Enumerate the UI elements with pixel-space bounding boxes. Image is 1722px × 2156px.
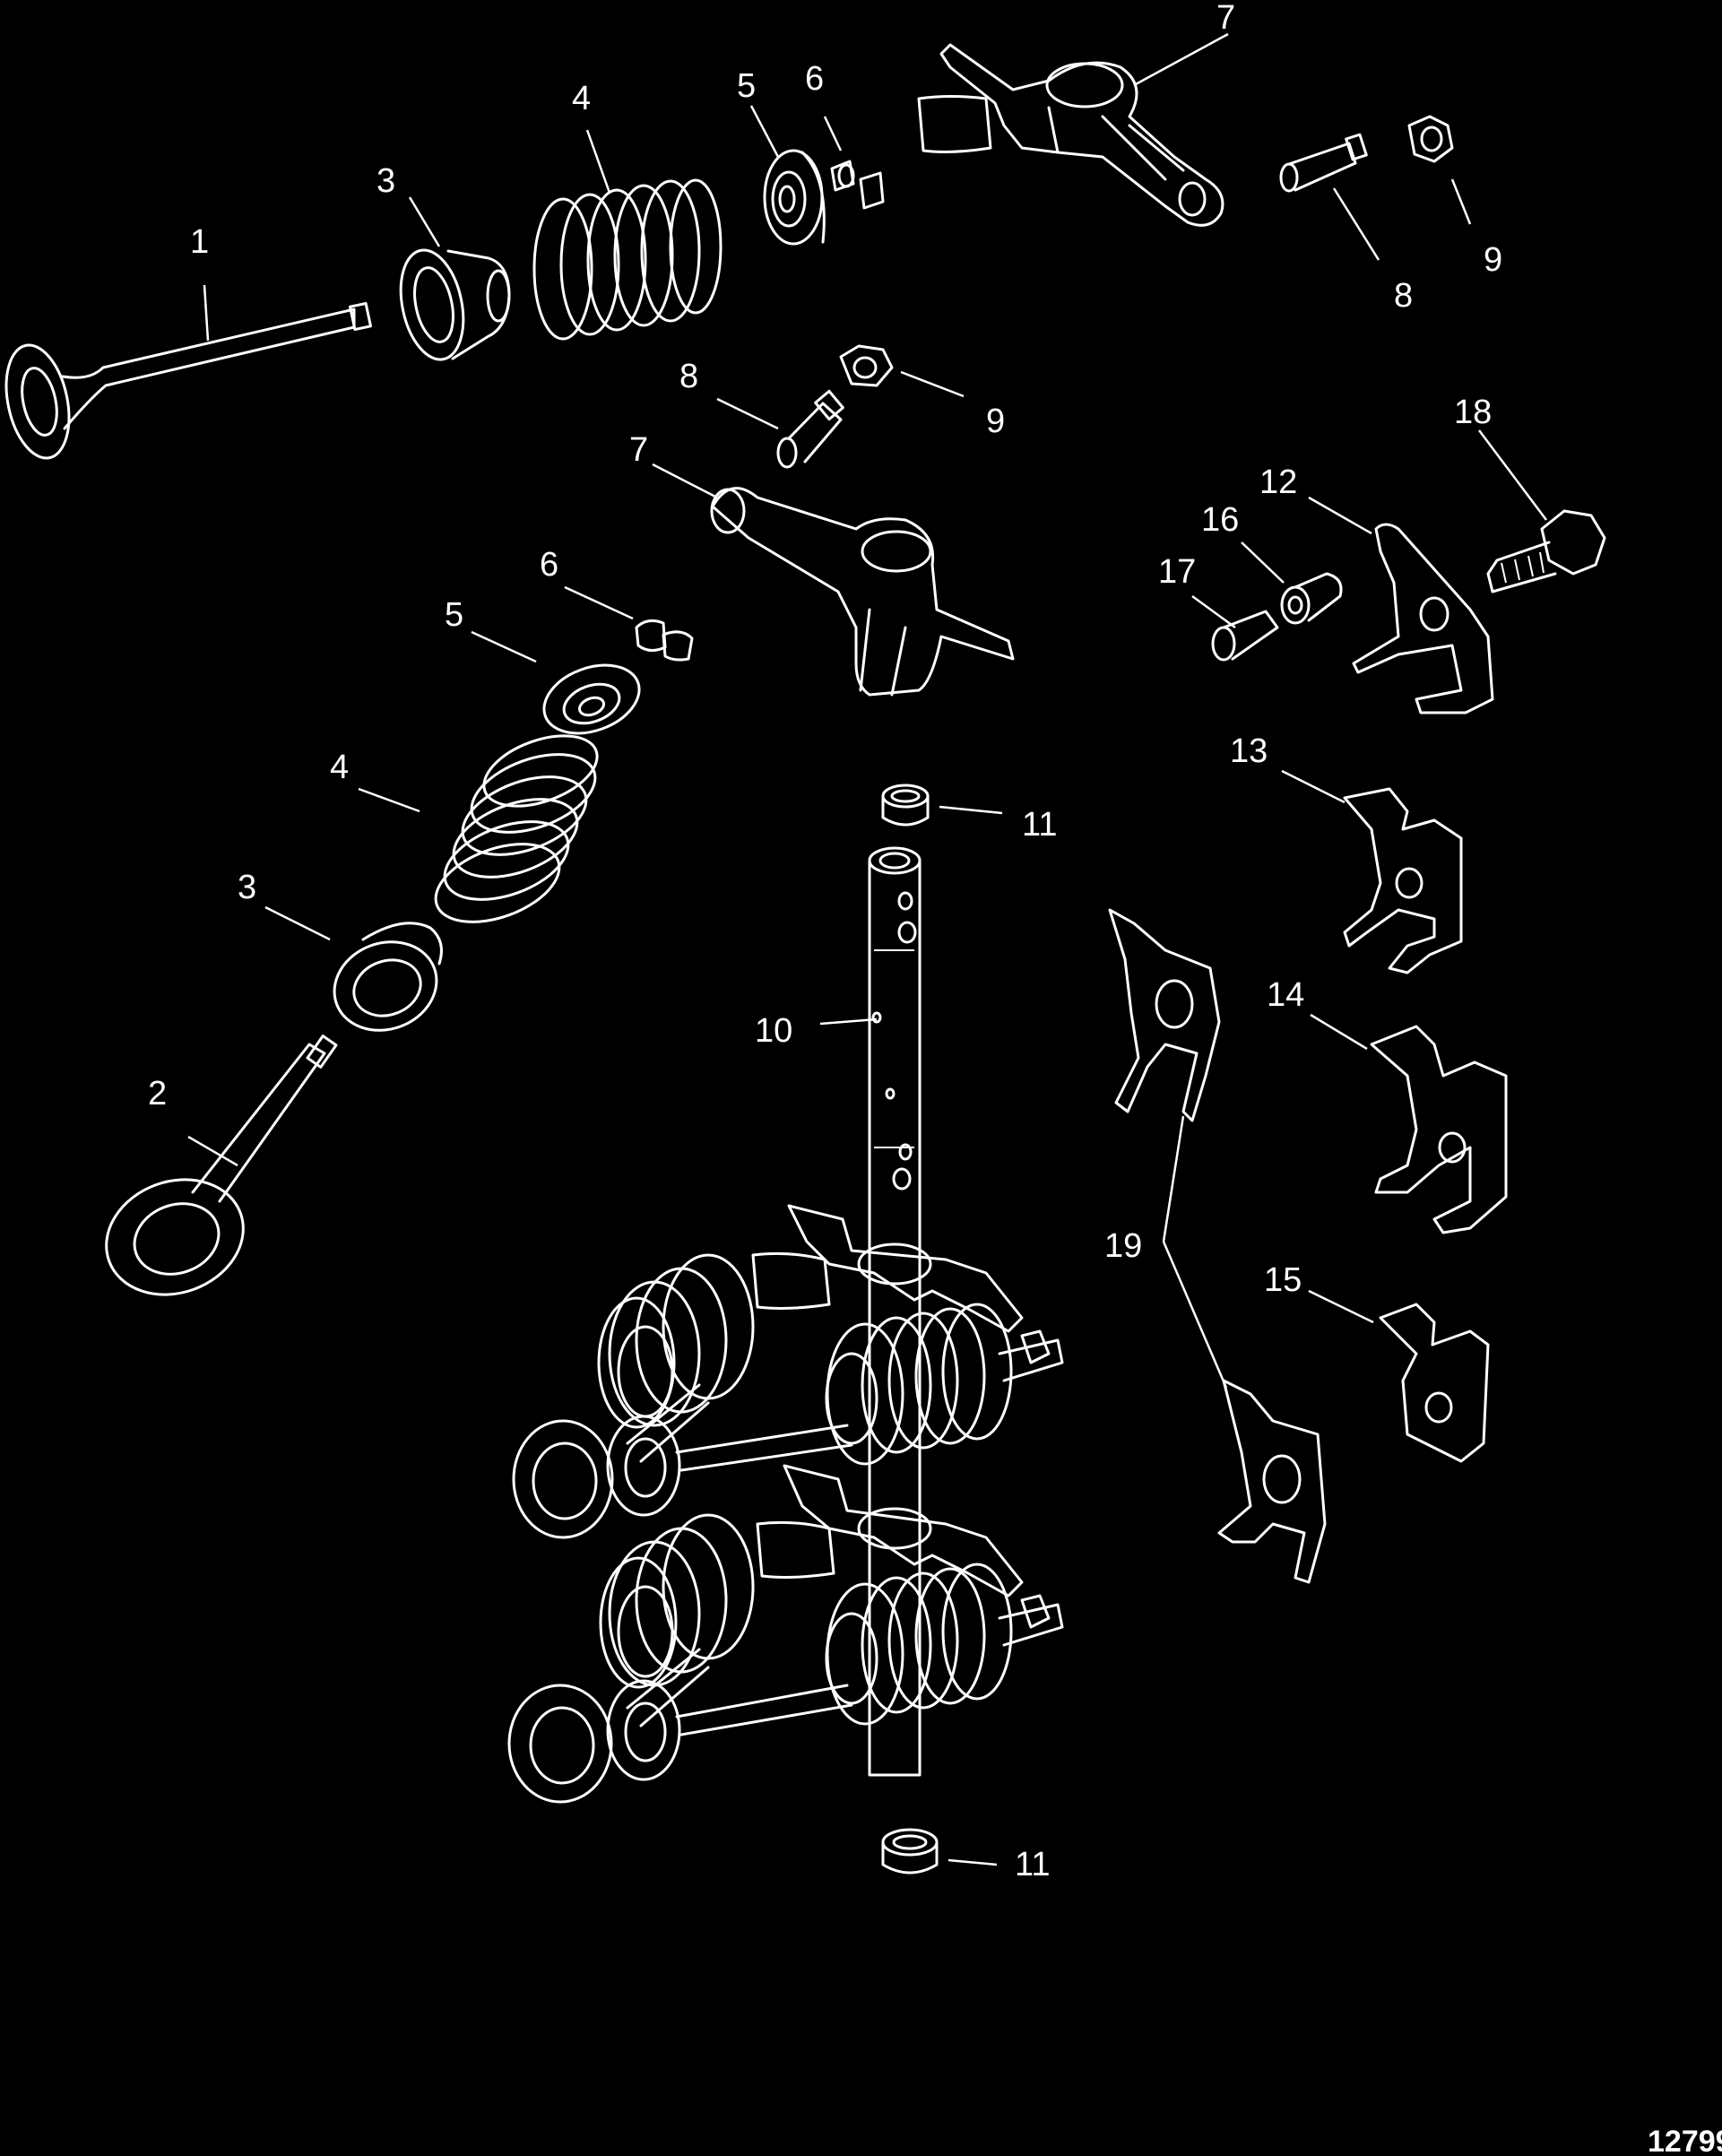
callout-18: 18: [1454, 394, 1492, 431]
callout-5-top: 5: [737, 67, 756, 105]
valve-keepers-middle: [635, 619, 694, 662]
nut-top: [1407, 115, 1454, 163]
callout-6-top: 6: [805, 60, 824, 98]
callout-9-middle: 9: [986, 403, 1005, 440]
valve-intake: [105, 1035, 338, 1296]
bracket-13: [1343, 787, 1463, 974]
bracket-15: [1379, 1303, 1490, 1463]
callout-6-middle: 6: [540, 546, 558, 584]
rocker-arm-middle: [710, 487, 1015, 697]
callout-8-top: 8: [1394, 277, 1413, 315]
spring-retainer-middle: [542, 663, 641, 735]
shaft-bushing-bottom: [881, 1828, 939, 1875]
shaft-bushing-top: [881, 784, 930, 827]
bolt: [1486, 509, 1606, 593]
callout-11-top: 11: [1022, 806, 1057, 844]
callout-7-top: 7: [1216, 0, 1235, 37]
callout-14: 14: [1267, 976, 1304, 1014]
callout-5-middle: 5: [445, 596, 463, 634]
callout-15: 15: [1264, 1261, 1302, 1299]
rocker-arm-top: [917, 43, 1224, 227]
valve-keepers-top: [830, 160, 885, 210]
callout-19: 19: [1104, 1227, 1142, 1265]
callout-9-top: 9: [1484, 241, 1502, 279]
valve-spring-top: [532, 178, 723, 341]
rocker-shaft: [868, 846, 922, 1777]
bracket-12: [1352, 523, 1494, 714]
callout-11-bottom: 11: [1015, 1846, 1050, 1883]
callout-4-top: 4: [572, 80, 591, 117]
callout-3-middle: 3: [238, 869, 256, 906]
rocker-assembly-upper: [512, 1204, 1064, 1539]
adjuster-screw-middle: [776, 389, 844, 469]
callout-12: 12: [1259, 463, 1297, 501]
leader-lines: [187, 32, 1547, 1866]
spring-retainer-top: [763, 149, 826, 246]
adjuster-screw-top: [1279, 133, 1368, 193]
callout-4-middle: 4: [330, 749, 349, 786]
callout-2: 2: [148, 1075, 167, 1113]
bracket-14: [1370, 1025, 1508, 1234]
valve-spring-middle: [434, 734, 599, 923]
valve-seal-top: [399, 248, 511, 361]
valve-exhaust-top: [4, 301, 373, 460]
shim-upper: [1108, 908, 1221, 1122]
callout-7-middle: 7: [629, 431, 648, 469]
callout-3-top: 3: [376, 162, 395, 200]
rocker-assembly-lower: [507, 1464, 1064, 1804]
callout-labels: 1 2 3 3 4 4 5 5 6 6 7 7 8 8 9 9 10 11 11…: [148, 0, 1502, 1883]
callout-1: 1: [190, 223, 209, 261]
pin: [1211, 610, 1279, 662]
callout-13: 13: [1230, 732, 1268, 770]
sleeve: [1280, 572, 1343, 625]
callout-16: 16: [1201, 501, 1239, 539]
shim-lower: [1217, 1379, 1327, 1584]
nut-middle: [839, 344, 894, 387]
figure-number: 12799: [1648, 2125, 1722, 2156]
callout-8-middle: 8: [679, 358, 698, 395]
callout-10: 10: [755, 1012, 792, 1050]
valve-seal-middle: [333, 922, 443, 1032]
callout-17: 17: [1158, 553, 1196, 591]
